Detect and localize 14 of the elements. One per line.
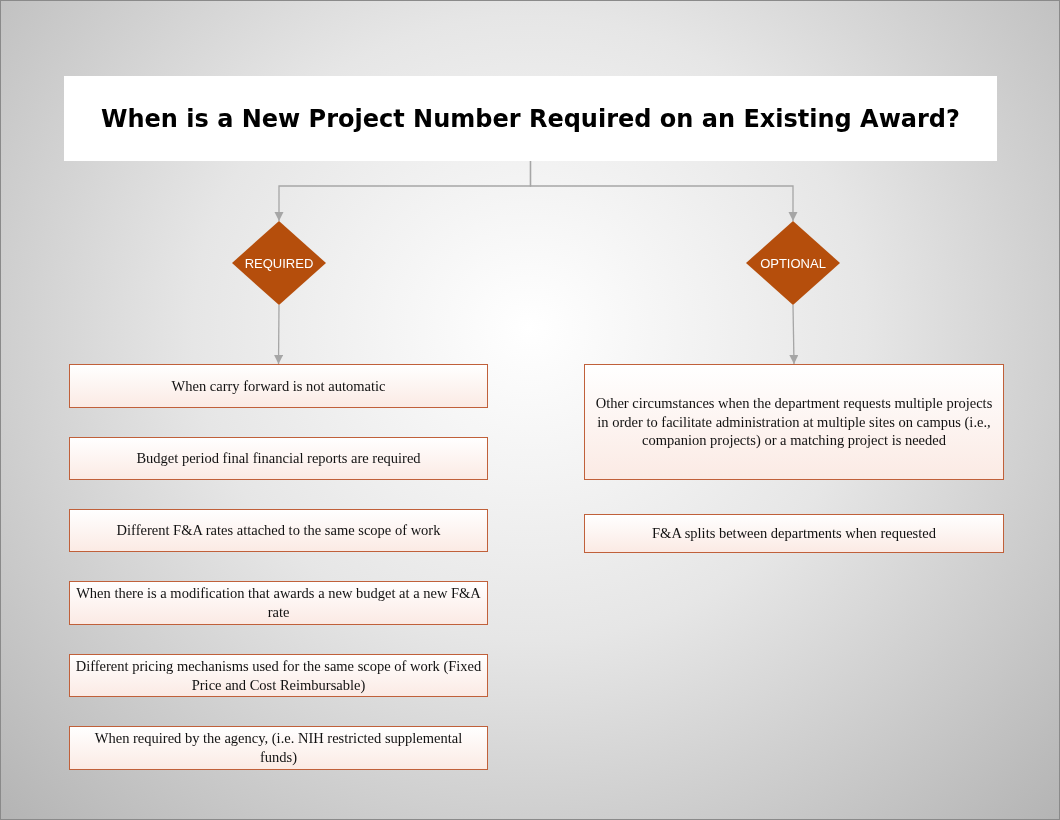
criteria-box: When carry forward is not automatic bbox=[69, 364, 488, 408]
criteria-box: Different F&A rates attached to the same scope of work bbox=[69, 509, 488, 552]
arrow bbox=[529, 160, 798, 222]
title-text: When is a New Project Number Required on an Existing Award? bbox=[101, 104, 960, 133]
diamond-label: REQUIRED bbox=[244, 255, 314, 271]
arrow bbox=[789, 304, 799, 365]
diamond-label: OPTIONAL bbox=[760, 255, 826, 271]
criteria-box: When there is a modification that awards a new budget at a new F&A rate bbox=[69, 581, 488, 625]
criteria-box: Other circumstances when the department requests multiple projects in order to facilitate administration at multiple sites on campus (i.e., companion projects) or a matching project is needed bbox=[584, 364, 1004, 480]
criteria-box: F&A splits between departments when requested bbox=[584, 514, 1004, 553]
arrow bbox=[274, 304, 284, 365]
criteria-box: Different pricing mechanisms used for the same scope of work (Fixed Price and Cost Reimbursable) bbox=[69, 654, 488, 697]
criteria-box: Budget period final financial reports are required bbox=[69, 437, 488, 480]
criteria-box: When required by the agency, (i.e. NIH restricted supplemental funds) bbox=[69, 726, 488, 770]
